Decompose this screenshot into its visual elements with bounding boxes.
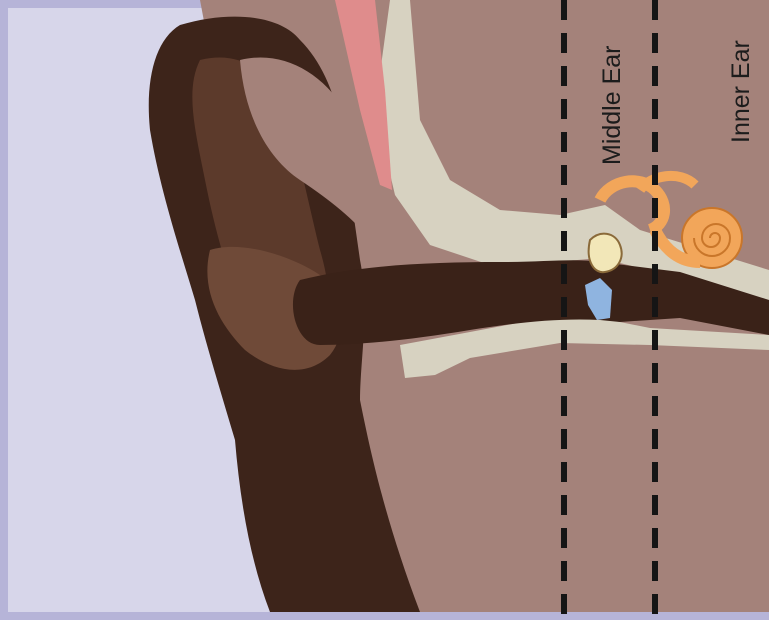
middle-ear-label: Middle Ear (598, 46, 626, 166)
inner-ear-label: Inner Ear (727, 40, 755, 143)
ossicles (589, 234, 622, 273)
